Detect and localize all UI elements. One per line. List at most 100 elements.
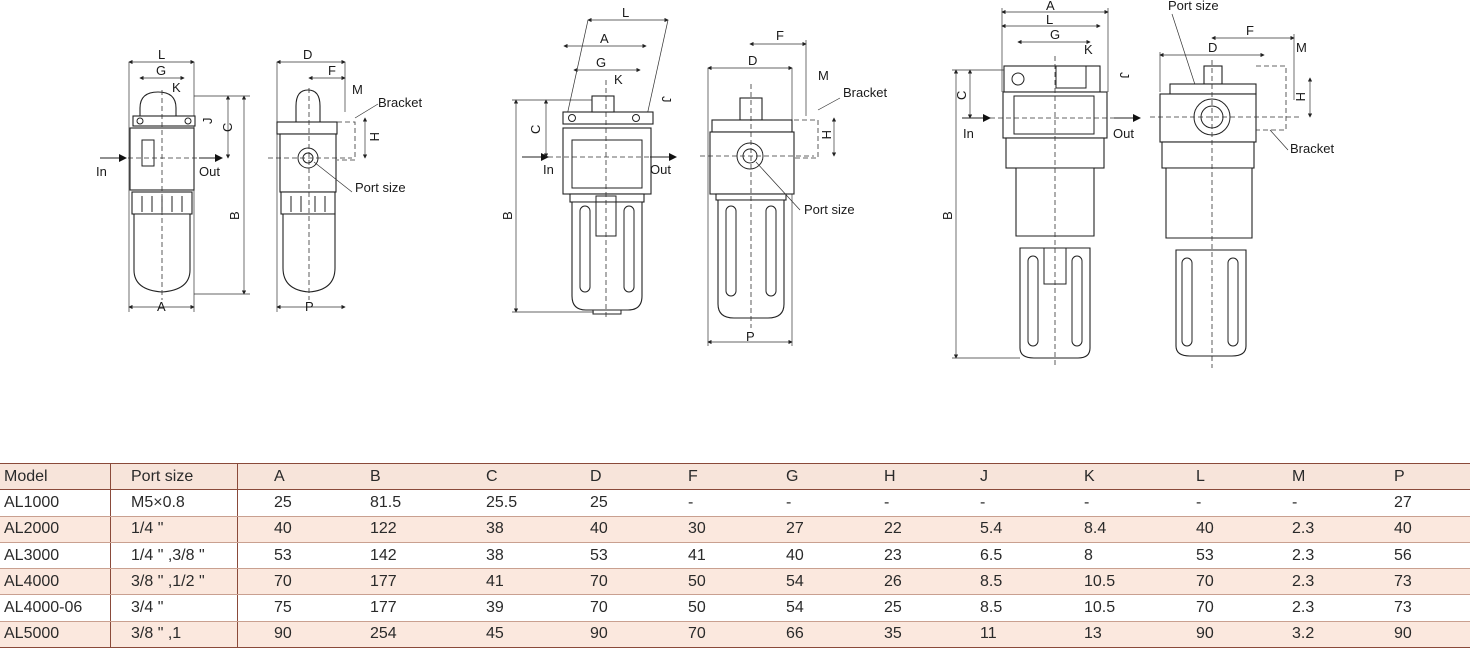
dim-c: C <box>528 125 543 134</box>
cell-f: 50 <box>652 594 750 622</box>
dim-m: M <box>1296 40 1307 55</box>
cell-l: 70 <box>1160 594 1256 622</box>
dim-a: A <box>157 299 166 314</box>
cell-h: 22 <box>848 516 944 543</box>
table-row: AL2000 1/4 " 40 122 38 40 30 27 22 5.4 8… <box>0 516 1470 543</box>
cell-d: 25 <box>554 489 652 517</box>
cell-a: 25 <box>237 489 334 517</box>
table-header-row: Model Port size A B C D F G H J K L M P <box>0 462 1470 491</box>
cell-l: 90 <box>1160 621 1256 648</box>
cell-port-size: M5×0.8 <box>110 489 238 517</box>
cell-k: 10.5 <box>1048 594 1160 622</box>
dim-k: K <box>614 72 623 87</box>
drawing-al1000-side: D F M H Bracket Port size P <box>268 47 422 314</box>
cell-l: 70 <box>1160 568 1256 596</box>
cell-f: 41 <box>652 542 750 570</box>
cell-port-size: 1/4 " ,3/8 " <box>110 542 238 570</box>
dimension-drawings: L G K In Out C J B A <box>96 0 1334 368</box>
dim-g: G <box>156 63 166 78</box>
dim-l: L <box>622 5 629 20</box>
in-label: In <box>543 162 554 177</box>
bracket-label: Bracket <box>378 95 422 110</box>
cell-g: 54 <box>750 594 848 622</box>
table-row: AL3000 1/4 " ,3/8 " 53 142 38 53 41 40 2… <box>0 542 1470 570</box>
cell-port-size: 3/4 " <box>110 594 238 622</box>
cell-p: 27 <box>1358 489 1470 517</box>
dim-b: B <box>227 211 242 220</box>
spec-table: Model Port size A B C D F G H J K L M P … <box>0 462 1470 648</box>
drawing-al2000-side: F D M H Bracket Port size P <box>700 28 887 346</box>
dim-c: C <box>220 123 235 132</box>
dim-d: D <box>303 47 312 62</box>
cell-a: 90 <box>237 621 334 648</box>
header-g: G <box>750 462 848 491</box>
cell-l: 53 <box>1160 542 1256 570</box>
cell-c: 38 <box>450 516 554 543</box>
cell-b: 142 <box>334 542 450 570</box>
cell-a: 75 <box>237 594 334 622</box>
drawing-al3000-side: Port size F D M H Bracket <box>1150 0 1334 368</box>
cell-c: 38 <box>450 542 554 570</box>
cell-p: 56 <box>1358 542 1470 570</box>
dim-c: C <box>954 91 969 100</box>
header-p: P <box>1358 462 1470 491</box>
cell-j: 8.5 <box>944 594 1048 622</box>
cell-c: 25.5 <box>450 489 554 517</box>
cell-b: 177 <box>334 568 450 596</box>
cell-model: AL5000 <box>0 621 111 648</box>
out-label: Out <box>199 164 220 179</box>
dim-h: H <box>819 130 834 139</box>
port-size-label: Port size <box>355 180 406 195</box>
cell-port-size: 3/8 " ,1 <box>110 621 238 648</box>
cell-h: 23 <box>848 542 944 570</box>
dim-d: D <box>1208 40 1217 55</box>
dim-g: G <box>1050 27 1060 42</box>
cell-m: 3.2 <box>1256 621 1358 648</box>
cell-d: 40 <box>554 516 652 543</box>
dim-j: J <box>1117 72 1132 79</box>
dim-a: A <box>1046 0 1055 13</box>
cell-d: 90 <box>554 621 652 648</box>
drawing-al1000-front: L G K In Out C J B A <box>96 47 250 314</box>
dim-f: F <box>1246 23 1254 38</box>
cell-g: 66 <box>750 621 848 648</box>
header-j: J <box>944 462 1048 491</box>
cell-m: - <box>1256 489 1358 517</box>
cell-j: - <box>944 489 1048 517</box>
cell-b: 177 <box>334 594 450 622</box>
out-label: Out <box>650 162 671 177</box>
cell-port-size: 3/8 " ,1/2 " <box>110 568 238 596</box>
cell-k: 8.4 <box>1048 516 1160 543</box>
cell-c: 41 <box>450 568 554 596</box>
cell-p: 73 <box>1358 594 1470 622</box>
in-label: In <box>963 126 974 141</box>
dim-a: A <box>600 31 609 46</box>
cell-m: 2.3 <box>1256 542 1358 570</box>
dim-h: H <box>1293 92 1308 101</box>
header-port-size: Port size <box>110 462 238 491</box>
cell-m: 2.3 <box>1256 594 1358 622</box>
drawing-al3000-front: A L G K In Out J C B <box>940 0 1141 368</box>
cell-f: - <box>652 489 750 517</box>
dim-f: F <box>776 28 784 43</box>
cell-k: 8 <box>1048 542 1160 570</box>
dim-g: G <box>596 55 606 70</box>
cell-model: AL3000 <box>0 542 111 570</box>
cell-g: 54 <box>750 568 848 596</box>
dim-l: L <box>1046 12 1053 27</box>
cell-port-size: 1/4 " <box>110 516 238 543</box>
cell-h: 25 <box>848 594 944 622</box>
cell-l: - <box>1160 489 1256 517</box>
port-size-label: Port size <box>1168 0 1219 13</box>
cell-d: 70 <box>554 568 652 596</box>
cell-c: 45 <box>450 621 554 648</box>
cell-p: 73 <box>1358 568 1470 596</box>
dim-m: M <box>352 82 363 97</box>
cell-j: 5.4 <box>944 516 1048 543</box>
table-row: AL4000 3/8 " ,1/2 " 70 177 41 70 50 54 2… <box>0 568 1470 596</box>
cell-k: 13 <box>1048 621 1160 648</box>
cell-k: - <box>1048 489 1160 517</box>
out-label: Out <box>1113 126 1134 141</box>
cell-a: 40 <box>237 516 334 543</box>
dim-d: D <box>748 53 757 68</box>
